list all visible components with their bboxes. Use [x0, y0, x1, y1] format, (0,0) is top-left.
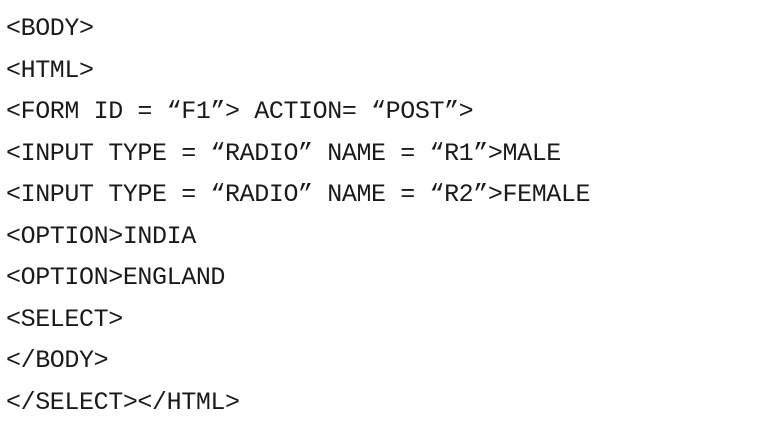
code-listing: <BODY> <HTML> <FORM ID = “F1”> ACTION= “… [0, 0, 761, 410]
code-line-html-open: <HTML> [6, 50, 761, 92]
code-line-body-close: </BODY> [6, 340, 761, 382]
code-line-input-female: <INPUT TYPE = “RADIO” NAME = “R2”>FEMALE [6, 174, 761, 216]
code-line-form: <FORM ID = “F1”> ACTION= “POST”> [6, 91, 761, 133]
code-line-select-open: <SELECT> [6, 299, 761, 341]
code-line-option-india: <OPTION>INDIA [6, 216, 761, 258]
code-line-option-england: <OPTION>ENGLAND [6, 257, 761, 299]
code-line-input-male: <INPUT TYPE = “RADIO” NAME = “R1”>MALE [6, 133, 761, 175]
code-line-body-open: <BODY> [6, 8, 761, 50]
code-line-select-html-close: </SELECT></HTML> [6, 382, 761, 423]
